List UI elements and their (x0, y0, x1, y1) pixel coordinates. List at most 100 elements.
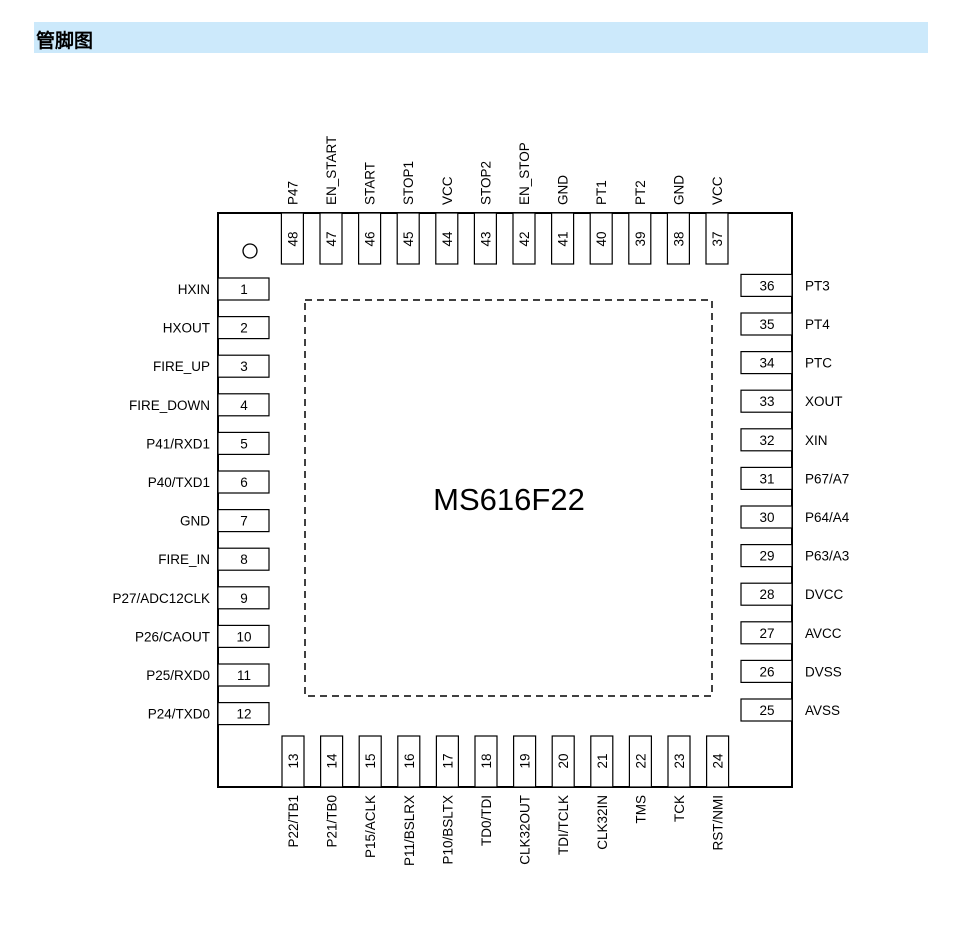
pin-pad (217, 509, 270, 533)
pin-pad (217, 586, 270, 610)
pin-pad (740, 621, 793, 645)
pin-label: P24/TXD0 (148, 707, 210, 722)
pin-pad (358, 735, 382, 788)
pin-label: P67/A7 (805, 471, 849, 486)
pin-number: 3 (240, 359, 248, 374)
pin-40: 40 PT1 (589, 180, 613, 265)
chip-name: MS616F22 (433, 482, 585, 517)
pin-number: 40 (594, 231, 609, 246)
pin-label: TD0/TDI (479, 795, 494, 846)
pin-number: 19 (518, 753, 533, 768)
pin-number: 22 (633, 753, 648, 768)
pin-pad (740, 466, 793, 490)
pin-pad (512, 212, 536, 265)
pin-pad (217, 393, 270, 417)
pin-number: 13 (286, 753, 301, 768)
pin-label: XOUT (805, 394, 843, 409)
pin-number: 33 (759, 394, 774, 409)
pin-number: 25 (759, 703, 774, 718)
pin-pad (740, 659, 793, 684)
pin-number: 36 (759, 278, 774, 293)
pin-label: P64/A4 (805, 510, 850, 525)
pin-pad (740, 351, 793, 375)
pin-number: 27 (759, 626, 774, 641)
pin-number: 20 (556, 753, 571, 768)
pin-pad (217, 547, 270, 571)
pin-pad (740, 698, 793, 722)
pin-number: 43 (478, 231, 493, 246)
pin-label: STOP1 (401, 161, 416, 205)
pin-pad (435, 735, 459, 788)
pin-pad (319, 212, 343, 265)
pin-pad (740, 428, 793, 452)
pin-pad (217, 277, 270, 301)
section-header: 管脚图 (34, 22, 928, 53)
pin-number: 47 (324, 231, 339, 246)
pin-43: 43 STOP2 (473, 161, 497, 265)
pin-pad (589, 212, 613, 265)
pin-number: 5 (240, 436, 248, 451)
pin-pad (705, 735, 730, 788)
pin-label: HXIN (178, 282, 210, 297)
pin-number: 17 (440, 753, 455, 768)
package-outline (217, 212, 793, 788)
pin-label: TMS (633, 795, 648, 824)
pin-pad (550, 212, 575, 265)
pin-label: GND (180, 514, 210, 529)
pin-label: AVCC (805, 626, 842, 641)
pin-label: P63/A3 (805, 549, 849, 564)
pin-label: VCC (440, 176, 455, 205)
pin-27: 27 AVCC (740, 621, 842, 645)
pin-pad (217, 354, 270, 378)
pin-pad (740, 505, 793, 529)
pin-pad (396, 212, 420, 265)
pin-number: 10 (236, 629, 251, 644)
pin-pad (217, 701, 270, 726)
pin-label: PT1 (594, 180, 609, 205)
pin-label: STOP2 (478, 161, 493, 205)
pin-label: P22/TB1 (286, 795, 301, 848)
pin-pad (473, 212, 497, 265)
pin-number: 45 (401, 231, 416, 246)
pin-label: P15/ACLK (363, 795, 378, 858)
pin-pad (397, 735, 421, 788)
pin-number: 26 (759, 664, 774, 679)
pin-pad (590, 735, 614, 788)
pin-number: 28 (759, 587, 774, 602)
exposed-pad (304, 299, 713, 697)
pin-number: 24 (711, 753, 726, 769)
pin-label: HXOUT (163, 321, 210, 336)
pin-pad (512, 735, 537, 788)
pin-number: 44 (440, 231, 455, 247)
pin-number: 12 (236, 707, 251, 722)
pin-number: 29 (759, 549, 774, 564)
pin-number: 34 (759, 356, 775, 371)
pins-layer: 1HXIN2HXOUT3FIRE_UP4FIRE_DOWN5P41/RXD16P… (112, 136, 849, 866)
pin-29: 29 P63/A3 (740, 543, 849, 568)
pin-33: 33 XOUT (740, 389, 843, 413)
pin-number: 23 (672, 753, 687, 768)
pin-label: P25/RXD0 (146, 668, 210, 683)
